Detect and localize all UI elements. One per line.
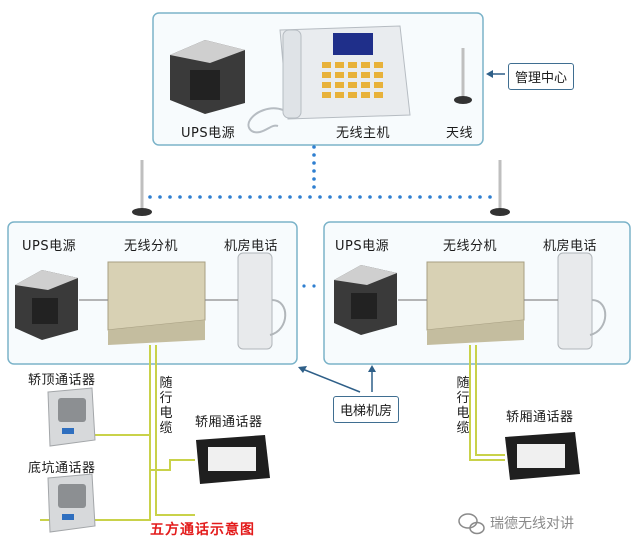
ups-icon [334, 265, 397, 335]
right-room-phone-label: 机房电话 [543, 239, 598, 254]
right-extension-label: 无线分机 [443, 239, 498, 254]
intercom-box-icon [107, 261, 206, 345]
travel-cable [469, 345, 505, 461]
wireless-link-dots [148, 145, 492, 288]
pit-intercom-label: 底坑通话器 [28, 461, 96, 476]
left-car-intercom-label: 轿厢通话器 [195, 415, 263, 430]
top-ups-label: UPS电源 [181, 126, 236, 141]
ups-icon [15, 270, 78, 340]
left-ups-label: UPS电源 [22, 239, 77, 254]
right-travel-cable-label: 随行电缆 [456, 376, 470, 436]
wechat-icon [458, 513, 485, 535]
elevator-machine-room-tag: 电梯机房 [333, 396, 400, 423]
intercom-box-icon [426, 261, 525, 345]
wireless-host-icon [247, 25, 411, 134]
car-top-intercom-label: 轿顶通话器 [28, 373, 96, 388]
phone-icon [237, 252, 287, 350]
diagram-title: 五方通话示意图 [150, 522, 255, 538]
antenna-icon [132, 160, 152, 216]
right-ups-label: UPS电源 [335, 239, 390, 254]
watermark: 瑞德无线对讲 [490, 516, 574, 532]
antenna-label: 天线 [446, 126, 474, 141]
speaker-icon [47, 473, 96, 533]
management-center-tag: 管理中心 [508, 63, 575, 90]
wireless-host-label: 无线主机 [336, 126, 391, 141]
machine-room-arrow [299, 367, 361, 393]
left-travel-cable-label: 随行电缆 [159, 376, 173, 436]
speaker-icon [47, 387, 96, 447]
left-room-phone-label: 机房电话 [224, 239, 279, 254]
left-extension-label: 无线分机 [124, 239, 179, 254]
antenna-icon [490, 160, 510, 216]
ups-icon [170, 40, 245, 114]
phone-icon [557, 252, 607, 350]
antenna-icon [454, 48, 472, 104]
intercom-box-icon [505, 432, 580, 480]
right-car-intercom-label: 轿厢通话器 [506, 410, 574, 425]
intercom-box-icon [196, 435, 270, 484]
